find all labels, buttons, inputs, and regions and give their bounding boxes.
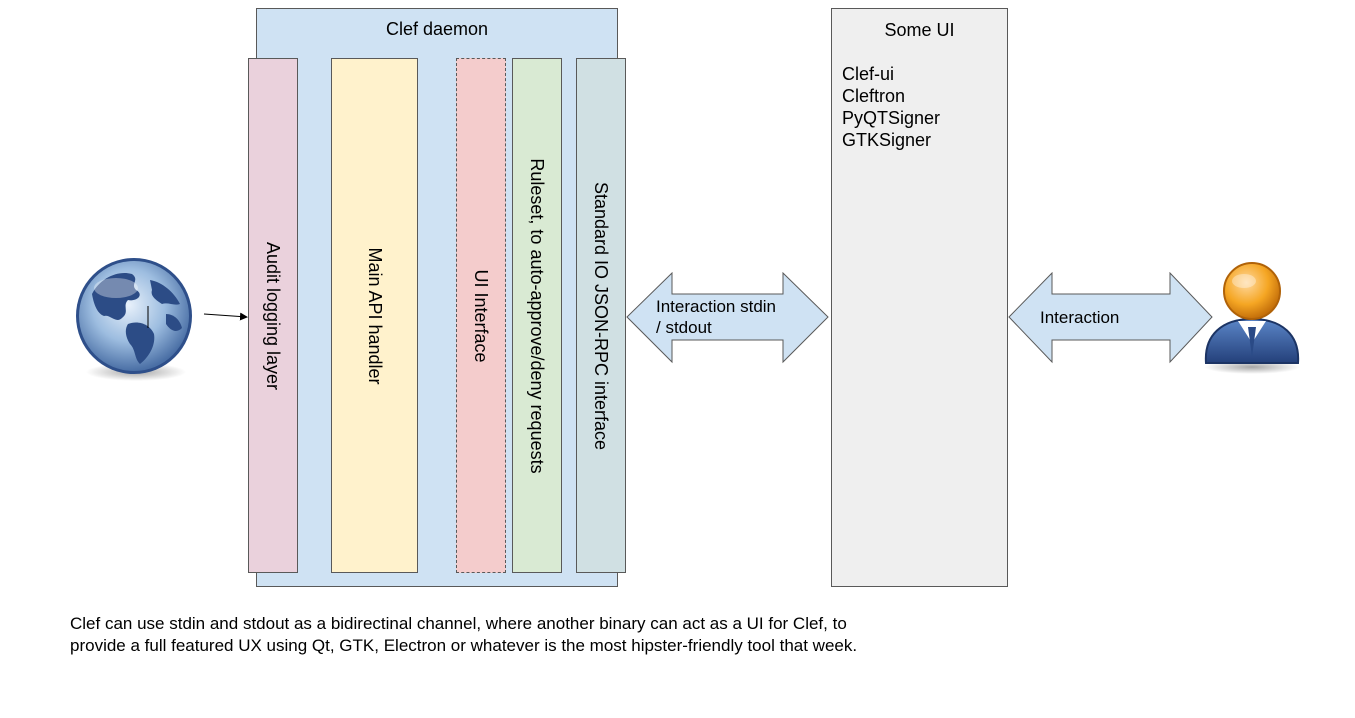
main-api-handler: Main API handler [331,58,418,573]
stdio-jsonrpc-label: Standard IO JSON-RPC interface [591,181,611,450]
stdio-arrow-label: Interaction stdin / stdout [656,297,777,337]
user-arrow-label: Interaction [1040,308,1120,327]
ui-implementations-list: Clef-ui Cleftron PyQTSigner GTKSigner [842,63,940,151]
list-item: Clef-ui [842,64,895,84]
clef-daemon-title: Clef daemon [385,19,489,39]
diagram-caption: Clef can use stdin and stdout as a bidir… [70,614,858,655]
globe-icon [76,258,192,381]
some-ui-title: Some UI [884,20,955,40]
audit-logging-layer-label: Audit logging layer [263,241,283,390]
main-api-handler-label: Main API handler [364,246,385,385]
list-item: Cleftron [842,86,906,106]
ui-interface-label: UI Interface [471,268,491,363]
audit-logging-layer: Audit logging layer [248,58,298,573]
ruleset-layer: Ruleset, to auto-approve/deny requests [512,58,562,573]
list-item: GTKSigner [842,130,932,150]
ruleset-label: Ruleset, to auto-approve/deny requests [527,157,547,474]
clef-daemon-box: Clef daemon [256,8,618,587]
stdio-double-arrow [626,272,829,364]
stdio-jsonrpc-layer: Standard IO JSON-RPC interface [576,58,626,573]
ui-interface-layer: UI Interface [456,58,506,573]
user-icon [1204,262,1300,374]
list-item: PyQTSigner [842,108,941,128]
some-ui-box: Some UI Clef-ui Cleftron PyQTSigner GTKS… [831,8,1008,587]
user-double-arrow [1008,272,1213,364]
